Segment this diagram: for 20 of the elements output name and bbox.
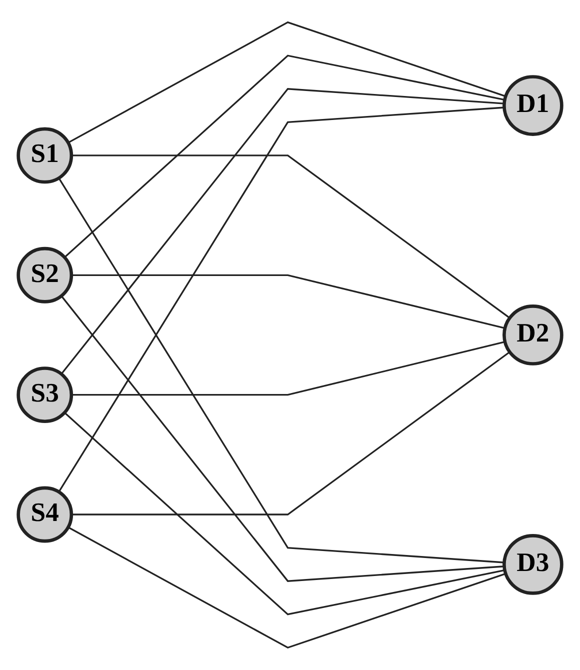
connector <box>68 526 506 649</box>
connector <box>60 295 504 582</box>
connector <box>68 21 506 144</box>
node-circle <box>16 127 74 184</box>
node-circle <box>502 534 564 595</box>
node-circle <box>16 366 74 424</box>
connector <box>58 178 504 564</box>
connector <box>60 88 504 375</box>
node-circle <box>502 75 564 136</box>
connector <box>71 351 510 516</box>
connector <box>71 341 506 396</box>
node-circle <box>16 246 74 304</box>
connector <box>64 412 505 616</box>
connector <box>64 54 505 258</box>
connector <box>71 154 510 319</box>
connector <box>71 274 506 329</box>
node-circle <box>502 304 564 366</box>
node-circle <box>16 486 74 543</box>
network-diagram: S1 S2 S3 S4 D1 D2 D3 <box>5 9 575 661</box>
connector <box>58 106 504 492</box>
